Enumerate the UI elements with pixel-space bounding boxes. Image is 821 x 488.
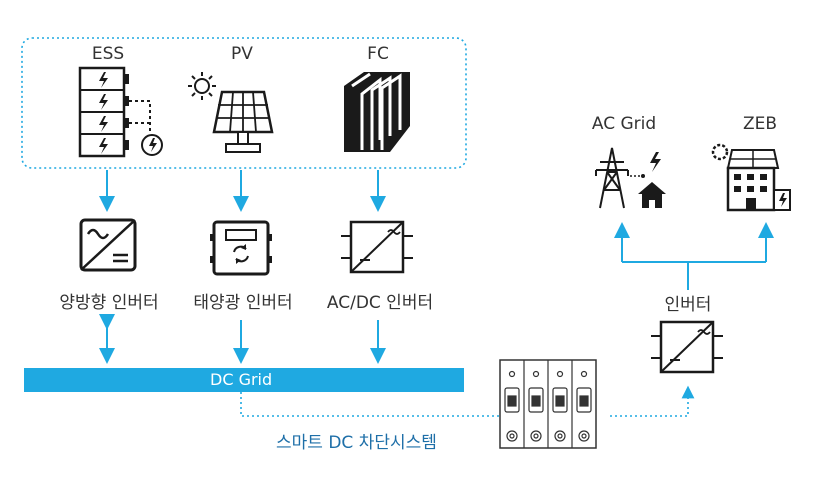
source-group-box bbox=[21, 37, 467, 169]
transmission-tower-icon bbox=[595, 147, 629, 209]
fc-label: FC bbox=[367, 44, 389, 64]
dc-grid-bar bbox=[24, 368, 464, 392]
output-inverter-icon bbox=[651, 320, 723, 374]
battery-rack-icon bbox=[78, 66, 163, 158]
house-lightning-icon bbox=[630, 152, 666, 208]
ess-label: ESS bbox=[91, 44, 125, 64]
pv-label: PV bbox=[231, 44, 253, 64]
output-inverter-label: 인버터 bbox=[664, 295, 712, 315]
solar-inverter-icon bbox=[210, 220, 272, 276]
solar-panel-icon bbox=[188, 72, 274, 153]
dotted-link-breaker-inverter bbox=[610, 385, 695, 417]
bidirectional-inverter-icon bbox=[79, 218, 137, 272]
ac-grid-label: AC Grid bbox=[591, 114, 657, 134]
bidirectional-inverter-label: 양방향 인버터 bbox=[59, 293, 159, 313]
solar-inverter-label: 태양광 인버터 bbox=[193, 293, 293, 313]
fuel-cell-icon bbox=[344, 72, 410, 152]
dc-grid-label: DC Grid bbox=[210, 370, 273, 389]
breaker-caption: 스마트 DC 차단시스템 bbox=[276, 433, 437, 453]
acdc-inverter-icon bbox=[341, 220, 413, 274]
dc-breaker-icon bbox=[499, 359, 597, 449]
zeb-label: ZEB bbox=[742, 114, 778, 134]
zeb-building-icon bbox=[711, 143, 791, 212]
acdc-inverter-label: AC/DC 인버터 bbox=[326, 293, 434, 313]
dotted-link-bus-breaker bbox=[240, 392, 500, 417]
